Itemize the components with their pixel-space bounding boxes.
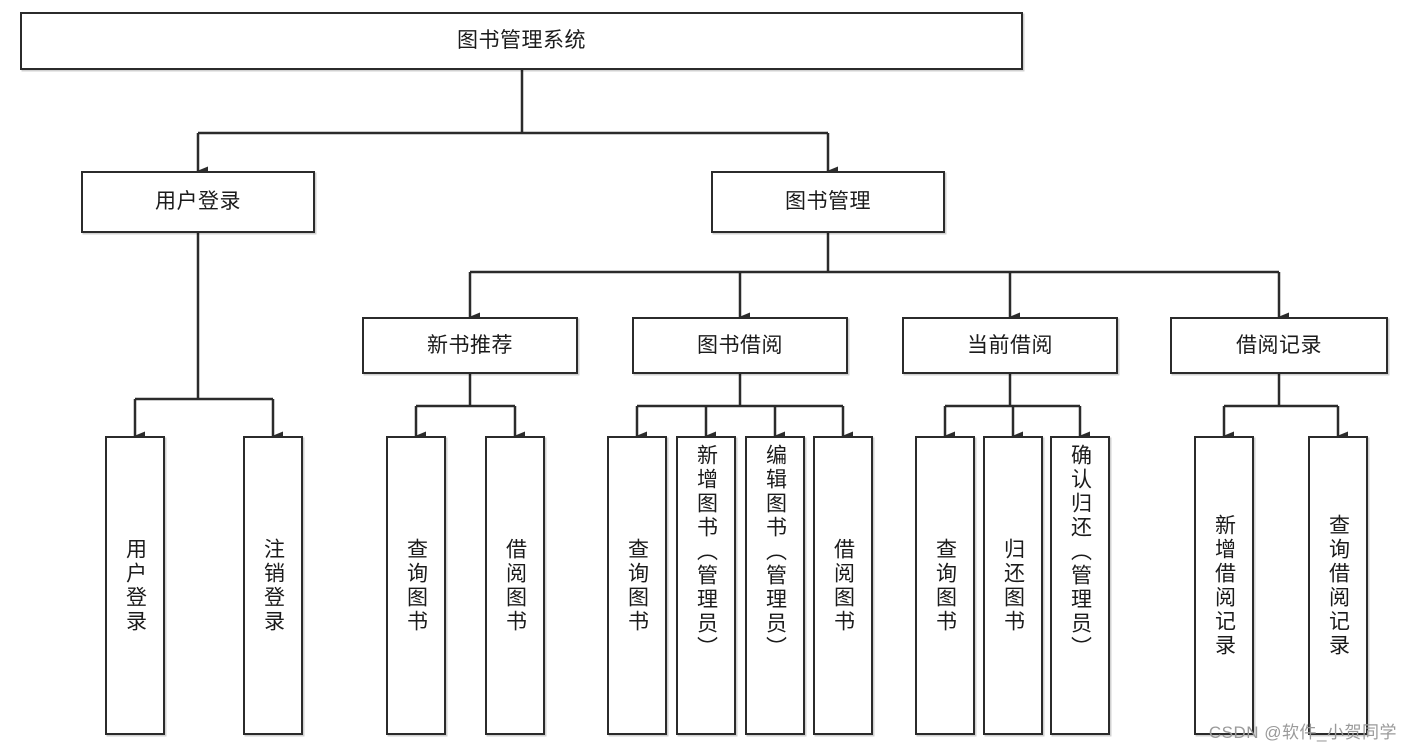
node-leaf-return-book[interactable]: 归还图书 xyxy=(983,436,1043,735)
node-label: 借阅记录 xyxy=(1236,333,1322,357)
node-label: 图书借阅 xyxy=(697,333,783,357)
node-leaf-cur-query-book[interactable]: 查询图书 xyxy=(915,436,975,735)
node-l2-current-borrow[interactable]: 当前借阅 xyxy=(902,317,1118,374)
node-leaf-borrow-query-book[interactable]: 查询图书 xyxy=(607,436,667,735)
node-label: 新增图书（管理员） xyxy=(694,444,718,660)
node-leaf-add-book-admin[interactable]: 新增图书（管理员） xyxy=(676,436,736,735)
node-label: 用户登录 xyxy=(155,190,241,214)
node-l1-book-manage[interactable]: 图书管理 xyxy=(711,171,945,233)
node-l2-borrow-record[interactable]: 借阅记录 xyxy=(1170,317,1388,374)
node-l2-new-book-rec[interactable]: 新书推荐 xyxy=(362,317,578,374)
node-label: 归还图书 xyxy=(1001,537,1025,634)
node-label: 图书管理 xyxy=(785,190,871,214)
node-leaf-edit-book-admin[interactable]: 编辑图书（管理员） xyxy=(745,436,805,735)
node-l1-user-login[interactable]: 用户登录 xyxy=(81,171,315,233)
node-label: 当前借阅 xyxy=(967,333,1053,357)
node-label: 新书推荐 xyxy=(427,333,513,357)
node-label: 查询图书 xyxy=(933,537,957,634)
node-label: 图书管理系统 xyxy=(457,29,586,53)
node-leaf-query-borrow-record[interactable]: 查询借阅记录 xyxy=(1308,436,1368,735)
node-leaf-rec-borrow-book[interactable]: 借阅图书 xyxy=(485,436,545,735)
node-leaf-user-login[interactable]: 用户登录 xyxy=(105,436,165,735)
node-label: 查询借阅记录 xyxy=(1326,513,1350,658)
node-label: 查询图书 xyxy=(404,537,428,634)
node-leaf-add-borrow-record[interactable]: 新增借阅记录 xyxy=(1194,436,1254,735)
node-label: 借阅图书 xyxy=(503,537,527,634)
connector-lines xyxy=(133,70,1348,441)
node-leaf-rec-query-book[interactable]: 查询图书 xyxy=(386,436,446,735)
node-leaf-borrow-book[interactable]: 借阅图书 xyxy=(813,436,873,735)
watermark-text: CSDN @软件_小贺同学 xyxy=(1208,723,1397,742)
node-label: 借阅图书 xyxy=(831,537,855,634)
node-label: 用户登录 xyxy=(123,537,147,634)
node-label: 查询图书 xyxy=(625,537,649,634)
node-label: 新增借阅记录 xyxy=(1212,513,1236,658)
node-leaf-confirm-return-admin[interactable]: 确认归还（管理员） xyxy=(1050,436,1110,735)
node-leaf-logout[interactable]: 注销登录 xyxy=(243,436,303,735)
node-label: 编辑图书（管理员） xyxy=(763,444,787,660)
node-label: 确认归还（管理员） xyxy=(1068,444,1092,660)
node-l2-book-borrow[interactable]: 图书借阅 xyxy=(632,317,848,374)
node-label: 注销登录 xyxy=(261,537,285,634)
node-root[interactable]: 图书管理系统 xyxy=(20,12,1023,70)
